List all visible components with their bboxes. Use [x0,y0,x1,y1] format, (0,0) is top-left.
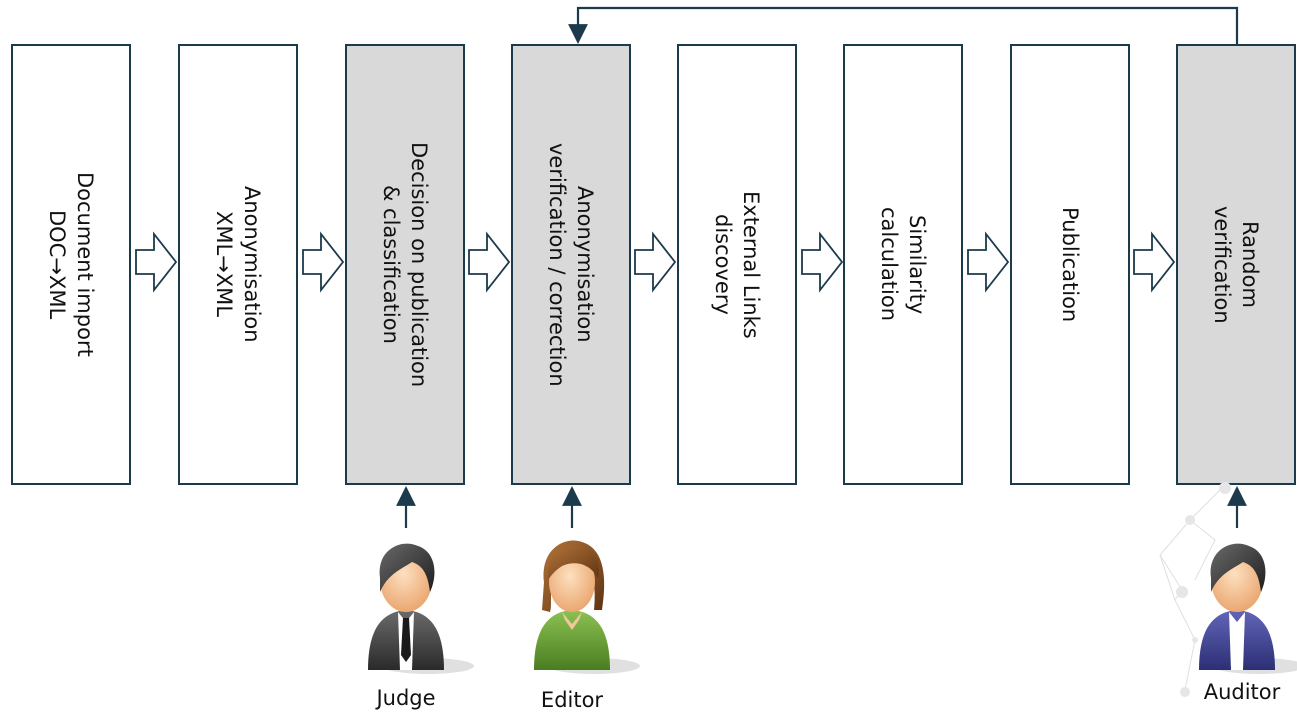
auditor-label: Auditor [1203,680,1281,704]
step-label: Similarity calculation [877,207,929,322]
step-external-links-discovery: External Links discovery [677,44,797,485]
judge-avatar-icon [368,543,474,674]
step-label: Anonymisation verification / correction [545,142,597,387]
step-label: External Links discovery [711,190,763,339]
step-anonymisation-verification: Anonymisation verification / correction [511,44,631,485]
step-decision-on-publication: Decision on publication & classification [345,44,465,485]
step-label: Random verification [1210,205,1262,324]
step-publication: Publication [1010,44,1130,485]
feedback-loop-arrow [568,6,1239,44]
editor-label: Editor [540,688,604,712]
editor-avatar-icon [534,540,640,674]
judge-label: Judge [376,686,436,710]
step-label: Document import DOC→XML [45,172,97,357]
step-label: Publication [1058,206,1082,323]
step-label: Decision on publication & classification [379,141,431,388]
auditor-avatar-icon [1199,543,1297,674]
flow-arrow [1133,233,1175,291]
network-nodes [1176,482,1231,697]
flow-arrow [967,233,1009,291]
flow-arrow [135,233,177,291]
step-random-verification: Random verification [1176,44,1296,485]
flow-arrow [302,233,344,291]
step-document-import: Document import DOC→XML [11,44,131,485]
flow-arrows [135,233,1175,291]
flow-arrow [634,233,676,291]
step-label: Anonymisation XML→XML [212,186,264,343]
flow-arrow [468,233,510,291]
step-similarity-calculation: Similarity calculation [843,44,963,485]
step-anonymisation: Anonymisation XML→XML [178,44,298,485]
flow-arrow [801,233,843,291]
